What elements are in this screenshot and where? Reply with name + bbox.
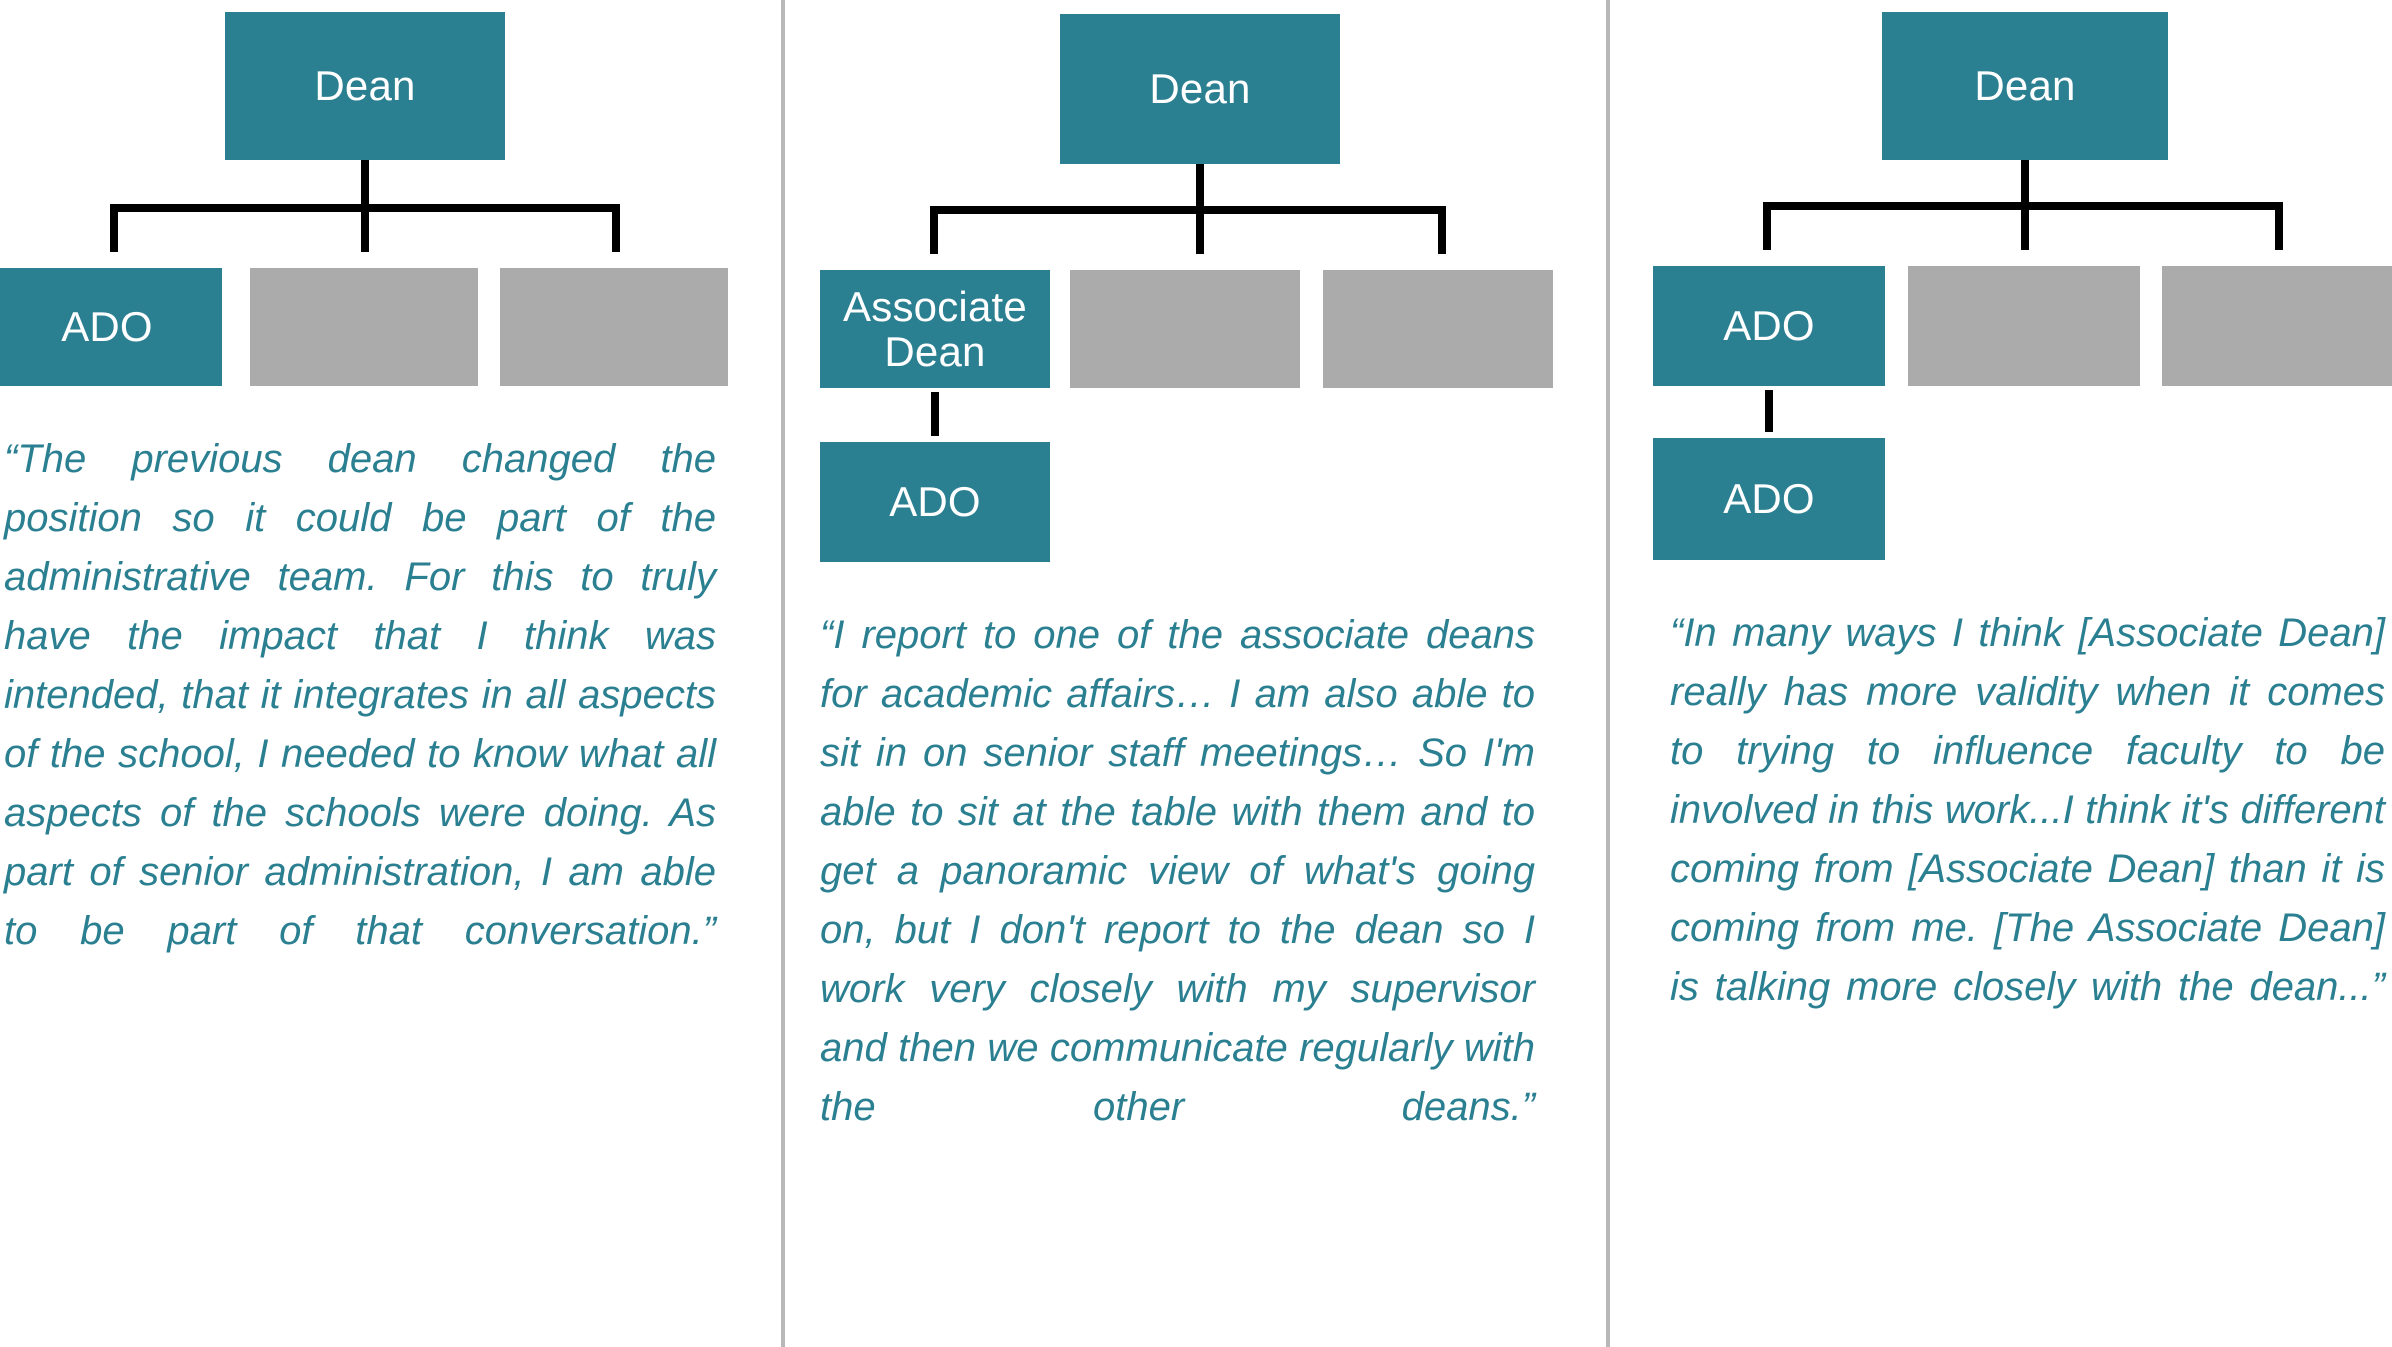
org-model-column-2: Dean Associate Dean ADO “I report to one… [785,0,1606,1347]
connector-stem [1196,164,1204,226]
connector-drop-right [1438,206,1446,254]
connector-drop-middle [1196,206,1204,254]
quote-text: “I report to one of the associate deans … [820,613,1535,1129]
column-divider-2 [1606,0,1610,1347]
grandchild-box[interactable]: ADO [820,442,1050,562]
connector-bus [930,206,1446,214]
org-model-column-3: Dean ADO ADO “In many ways I think [Asso… [1610,0,2392,1347]
connector-to-grandchild [1765,390,1773,432]
grandchild-box-label: ADO [1723,475,1815,523]
connector-drop-left [1763,202,1771,250]
child-box-2[interactable] [2162,266,2392,386]
connector-stem [2021,160,2029,222]
connector-drop-left [110,204,118,252]
child-box-2[interactable] [500,268,728,386]
grandchild-box-label: ADO [889,478,981,526]
connector-stem [361,160,369,224]
connector-drop-right [2275,202,2283,250]
child-box-2[interactable] [1323,270,1553,388]
child-box-1[interactable] [250,268,478,386]
child-box-0[interactable]: ADO [0,268,222,386]
org-model-column-1: Dean ADO “The previous dean changed the … [0,0,781,1347]
dean-box[interactable]: Dean [1060,14,1340,164]
connector-drop-middle [2021,202,2029,250]
child-box-0[interactable]: Associate Dean [820,270,1050,388]
dean-box-label: Dean [314,62,416,110]
connector-drop-middle [361,204,369,252]
child-box-0-label: ADO [61,303,153,351]
grandchild-box[interactable]: ADO [1653,438,1885,560]
child-box-0[interactable]: ADO [1653,266,1885,386]
dean-box-label: Dean [1974,62,2076,110]
quote-text: “In many ways I think [Associate Dean] r… [1670,611,2385,1009]
dean-box[interactable]: Dean [225,12,505,160]
connector-drop-left [930,206,938,254]
dean-box[interactable]: Dean [1882,12,2168,160]
connector-to-grandchild [931,392,939,436]
quote-text: “The previous dean changed the position … [4,437,716,953]
child-box-0-label: Associate Dean [843,282,1027,375]
child-box-1[interactable] [1070,270,1300,388]
child-box-1[interactable] [1908,266,2140,386]
child-box-0-label: ADO [1723,302,1815,350]
connector-drop-right [612,204,620,252]
column-divider-1 [781,0,785,1347]
dean-box-label: Dean [1149,65,1251,113]
